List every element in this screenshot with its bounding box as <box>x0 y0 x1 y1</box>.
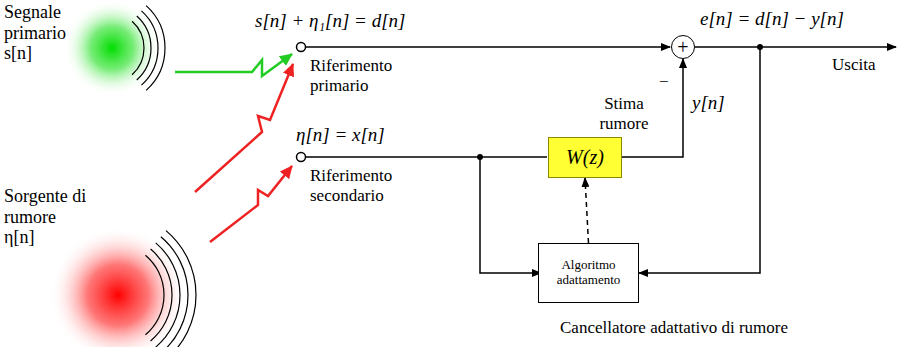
signal-label: η[n] = x[n] <box>296 124 385 146</box>
node-text: Algoritmo adattamento <box>539 258 638 288</box>
wire <box>306 46 670 48</box>
wave-arc <box>137 16 151 80</box>
output-wire <box>760 46 896 48</box>
signal-arrow <box>175 54 292 76</box>
signal-label: e[n] = d[n] − y[n] <box>700 8 844 30</box>
wave-arc <box>156 243 180 347</box>
wire <box>306 156 547 158</box>
filter-box: W(z) <box>548 137 622 178</box>
connector <box>639 47 760 273</box>
node-text: W(z) <box>566 146 604 169</box>
node-text: Segnale primario s[n] <box>4 2 96 64</box>
wave-arc <box>145 255 164 335</box>
wave-arc <box>166 231 196 347</box>
signal-label: Uscita <box>832 55 875 75</box>
terminal <box>297 153 306 162</box>
algorithm-box: Algoritmo adattamento <box>538 243 639 303</box>
junction-dot <box>477 154 483 160</box>
noise-arrow <box>210 166 292 242</box>
wave-arc <box>141 11 158 85</box>
edge-label: y[n] <box>692 92 725 114</box>
signal-label: s[n] + η₁[n] = d[n] <box>255 10 405 32</box>
source-label: Segnale primario s[n] <box>4 2 96 64</box>
connector <box>585 178 589 243</box>
wave-arc <box>146 6 165 91</box>
caption: Cancellatore adattativo di rumore <box>560 318 788 338</box>
wave-arc <box>132 21 144 75</box>
signal-label: Riferimento secondario <box>310 166 410 205</box>
wave-arcs <box>132 6 196 347</box>
noise-glow <box>50 227 186 347</box>
wave-arc <box>151 249 172 341</box>
node-text: + <box>677 37 688 57</box>
signal-label: Riferimento primario <box>310 56 402 95</box>
signal-label: Stima rumore <box>588 94 660 133</box>
primary-glow <box>64 0 160 96</box>
wave-arc <box>161 237 188 347</box>
terminal <box>297 43 306 52</box>
noise-arrow <box>195 64 293 192</box>
source-label: Sorgente di rumore η[n] <box>4 186 88 248</box>
wire <box>480 157 541 273</box>
sum-junction: + <box>671 35 695 59</box>
node-text: Sorgente di rumore η[n] <box>4 186 88 248</box>
signal-label: − <box>659 72 669 92</box>
